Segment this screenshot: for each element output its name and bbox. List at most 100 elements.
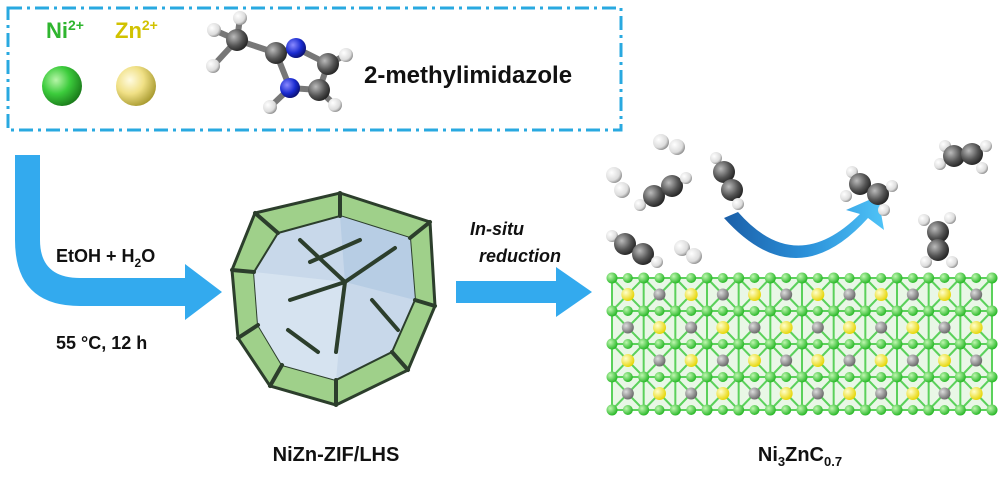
ni-atom [622,273,633,283]
ni-atom [717,306,728,316]
c-atom [843,288,856,301]
ni-atom [828,404,840,416]
c-atom [685,321,698,334]
ni-atom [796,338,808,350]
ni-atom [907,405,918,415]
ligand-label: 2-methylimidazole [364,62,572,89]
acetylene-molecule [634,172,692,211]
ni-atom [876,306,887,316]
c-atom [748,387,761,400]
ni-atom [764,404,776,416]
ni-atom [654,405,665,415]
zn-atom [874,288,888,301]
ni-atom [859,305,871,317]
ni-atom [638,272,650,284]
ni-atom [828,305,840,317]
ethylene-molecule [840,166,898,216]
reagent-frame [6,6,623,132]
ni-atom [686,372,697,382]
ni-atom [891,272,903,284]
ni-atom [701,272,713,284]
reduction-arrow [456,267,592,317]
c-atom [780,288,793,301]
ni-atom [733,338,745,350]
ni-atom [986,338,998,350]
c-atom [621,387,634,400]
zn-atom [843,321,856,334]
ni-atom [781,405,792,415]
zn-atom [621,354,635,367]
ni-atom [939,405,950,415]
ni-atom [954,272,966,284]
ni-atom [971,273,982,283]
c-atom [716,288,729,301]
ni-ion-label: Ni2+ [46,17,84,43]
ni-atom [986,305,998,317]
intermediate-label: NiZn-ZIF/LHS [273,444,400,466]
zn-atom [684,354,698,367]
ni-atom [971,372,982,382]
ni-atom [891,305,903,317]
ni-atom [859,338,871,350]
ni-atom [606,371,618,383]
ni-atom [654,372,665,382]
ni-atom [781,273,792,283]
zn-ion-label: Zn2+ [115,17,158,43]
zn-atom [748,354,761,367]
zn-atom [969,387,983,400]
zif-lhs-polyhedron [230,191,437,407]
ni-atom [891,371,903,383]
ni-atom [876,405,887,415]
c-atom [811,387,824,400]
ni-atom [923,371,935,383]
ni-atom [971,405,982,415]
zn-atom [811,288,825,301]
ni-atom [638,404,650,416]
ni-atom [638,338,650,350]
ni-atom [781,372,792,382]
ni-atom [686,273,697,283]
acetylene-molecule [710,152,744,210]
ni-atom [622,372,633,382]
c-atom [875,387,888,400]
h2-molecule [674,240,702,264]
ni-atom [796,404,808,416]
ni-atom [954,371,966,383]
ni-atom [844,405,855,415]
zn-ion-sphere [116,66,156,106]
ni-atom [939,273,950,283]
c-atom [653,288,666,301]
acetylene-molecule [606,230,663,268]
ni-atom [701,404,713,416]
ni-atom [764,305,776,317]
ni-atom [686,339,697,349]
ni-atom [717,405,728,415]
ni-atom [733,371,745,383]
ni-atom [923,272,935,284]
ni-atom [669,305,681,317]
ni-atom [669,338,681,350]
ni-atom [828,272,840,284]
ni-atom [939,339,950,349]
ni-atom [749,372,760,382]
zn-atom [874,354,888,367]
zn-atom [716,387,730,400]
ni-atom [764,272,776,284]
zn-atom [906,321,920,334]
ni-atom [844,306,855,316]
c-atom [843,354,856,367]
ni-atom [749,405,760,415]
ni-atom [686,306,697,316]
ni-atom [764,338,776,350]
ethylene-molecule [918,212,958,268]
ni-atom [876,339,887,349]
zn-atom [938,354,951,367]
methylimidazole-molecule [206,11,353,114]
ni-atom [876,372,887,382]
zn-atom [906,387,920,400]
ni-atom [606,338,618,350]
ni-atom [859,404,871,416]
ni-atom [606,272,618,284]
ni-atom [812,273,823,283]
